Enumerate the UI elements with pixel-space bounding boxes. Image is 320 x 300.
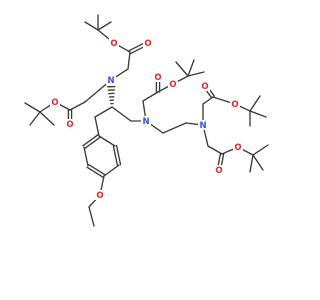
single-bond	[142, 100, 146, 117]
nitrogen-atom-label: N	[107, 76, 114, 86]
nitrogen-atom-label: N	[199, 121, 206, 131]
single-bond	[241, 148, 254, 156]
oxygen-atom-label: O	[51, 98, 58, 108]
single-bond	[249, 95, 261, 112]
oxygen-atom-label: O	[231, 100, 238, 110]
single-bond	[97, 29, 111, 41]
single-bond	[88, 206, 95, 227]
single-bond	[252, 144, 269, 156]
single-bond	[111, 106, 132, 122]
single-bond	[117, 44, 131, 53]
double-bond-line	[217, 153, 222, 166]
oxygen-atom-label: O	[215, 166, 222, 176]
single-bond	[162, 122, 187, 134]
oxygen-atom-label: O	[66, 120, 73, 130]
single-bond	[187, 59, 195, 77]
atom-label-background	[141, 116, 151, 126]
single-bond	[94, 116, 100, 137]
oxygen-atom-label: O	[154, 73, 161, 83]
oxygen-atom-label: O	[110, 39, 117, 49]
double-bond-line	[112, 145, 119, 167]
double-bond-line	[205, 90, 213, 99]
single-bond	[69, 101, 86, 111]
oxygen-atom-label: O	[234, 143, 241, 153]
double-bond-line	[115, 144, 122, 166]
atom-label-background	[214, 165, 224, 175]
single-bond	[97, 21, 112, 31]
oxygen-atom-label: O	[96, 191, 103, 201]
single-bond	[157, 85, 170, 93]
double-bond-line	[88, 163, 106, 176]
atom-label-background	[153, 72, 163, 82]
atom-label-background	[230, 99, 240, 109]
single-bond	[84, 82, 108, 103]
single-bond	[114, 68, 129, 78]
atom-label-background	[95, 190, 105, 200]
single-bond	[94, 106, 113, 118]
atom-label-background	[168, 79, 178, 89]
single-bond	[39, 104, 52, 113]
oxygen-atom-label: O	[144, 39, 151, 49]
single-bond	[252, 154, 264, 171]
double-bond-line	[86, 166, 104, 179]
double-bond-line	[128, 43, 144, 52]
single-bond	[98, 135, 116, 147]
atom-label-background	[65, 119, 75, 129]
atom-label-background	[106, 75, 116, 85]
single-bond	[176, 75, 189, 83]
single-bond	[207, 145, 223, 155]
atom-label-background	[50, 97, 60, 107]
double-bond-line	[84, 136, 101, 149]
single-bond	[212, 96, 231, 104]
single-bond	[185, 122, 199, 126]
single-bond	[39, 111, 55, 126]
single-bond	[88, 198, 98, 208]
atom-label-background	[143, 38, 153, 48]
single-bond	[221, 148, 235, 155]
single-bond	[187, 71, 205, 77]
nitrogen-atom-label: N	[142, 117, 149, 127]
single-bond	[249, 154, 254, 173]
single-bond	[84, 21, 99, 31]
atom-label-background	[200, 81, 210, 91]
single-bond	[175, 61, 189, 77]
atom-label-background	[233, 142, 243, 152]
single-bond	[100, 175, 105, 191]
single-bond	[249, 110, 267, 118]
single-bond	[149, 123, 164, 134]
single-bond	[24, 102, 41, 113]
double-bond-line	[130, 45, 145, 55]
single-bond	[29, 111, 41, 126]
single-bond	[103, 164, 120, 177]
atom-label-background	[198, 120, 208, 130]
single-bond	[58, 103, 71, 111]
single-bond	[142, 91, 159, 102]
double-bond-line	[220, 153, 225, 167]
double-bond-line	[82, 134, 99, 147]
oxygen-atom-label: O	[169, 80, 176, 90]
oxygen-atom-label: O	[201, 82, 208, 92]
single-bond	[83, 146, 89, 167]
single-bond	[203, 129, 209, 147]
single-bond	[238, 105, 251, 112]
single-bond	[127, 51, 131, 70]
double-bond-line	[208, 88, 215, 97]
atom-label-background	[109, 38, 119, 48]
